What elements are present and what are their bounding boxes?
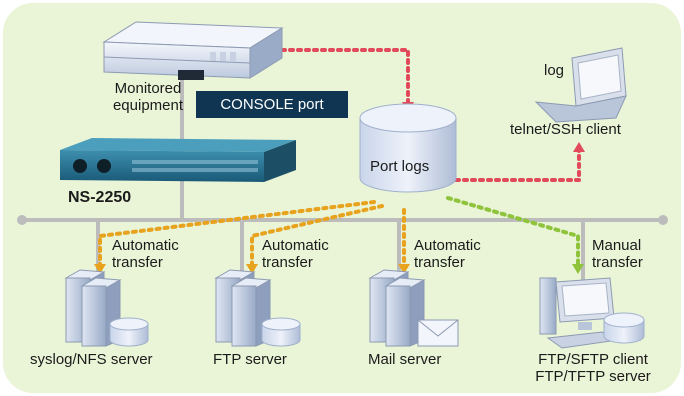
database-icon [359, 103, 457, 193]
server-icon [214, 269, 301, 347]
ftp-server-label: FTP server [213, 351, 287, 368]
transfer-line1: Manual [592, 237, 642, 254]
rack-unit-icon [102, 21, 284, 80]
log-label: log [544, 62, 565, 79]
transfer-line2: transfer [112, 254, 163, 271]
automatic-transfer-3-label: Automatic transfer [414, 237, 481, 271]
ftp-client-label-line2: FTP/TFTP server [535, 368, 651, 385]
arrowhead-syslog [94, 264, 106, 274]
manual-transfer-arrow [446, 196, 580, 268]
ftp-client-label: FTP/SFTP client FTP/TFTP server [520, 351, 666, 385]
server-icon [368, 269, 426, 347]
telnet-ssh-client-label: telnet/SSH client [510, 121, 621, 138]
mail-icon [417, 319, 459, 347]
transfer-line1: Automatic [414, 237, 481, 254]
ftp-client-label-line1: FTP/SFTP client [538, 351, 648, 368]
transfer-line1: Automatic [262, 237, 329, 254]
syslog-nfs-server-label: syslog/NFS server [30, 351, 153, 368]
arrowhead-mail [398, 264, 410, 274]
server-icon [64, 269, 149, 347]
desktop-pc-icon [539, 277, 645, 349]
console-port-label: CONSOLE port [196, 91, 348, 118]
logs-to-client-arrow [454, 146, 581, 182]
equipment-to-logs-arrow [280, 48, 410, 106]
arrowhead-ftp [246, 264, 258, 274]
ns2250-label: NS-2250 [68, 189, 132, 206]
background-panel [3, 3, 681, 393]
automatic-transfer-2-label: Automatic transfer [262, 237, 329, 271]
transfer-line1: Automatic [112, 237, 179, 254]
monitored-equipment-label: Monitored equipment [102, 80, 194, 114]
port-logs-label: Port logs [370, 158, 430, 175]
red-log-arrows [280, 48, 581, 182]
transfer-line2: transfer [592, 254, 643, 271]
monitored-equipment-label-line2: equipment [112, 97, 184, 114]
arrowhead-manual [572, 264, 584, 274]
laptop-icon [534, 47, 627, 123]
transfer-line2: transfer [414, 254, 465, 271]
manual-transfer-label: Manual transfer [592, 237, 643, 271]
automatic-transfer-1-label: Automatic transfer [112, 237, 179, 271]
mail-server-label: Mail server [368, 351, 442, 368]
arrowhead-to-client [573, 142, 585, 152]
console-switch-icon [60, 138, 296, 182]
monitored-equipment-label-line1: Monitored [114, 80, 182, 97]
transfer-line2: transfer [262, 254, 313, 271]
orange-transfer-arrows [98, 200, 406, 268]
